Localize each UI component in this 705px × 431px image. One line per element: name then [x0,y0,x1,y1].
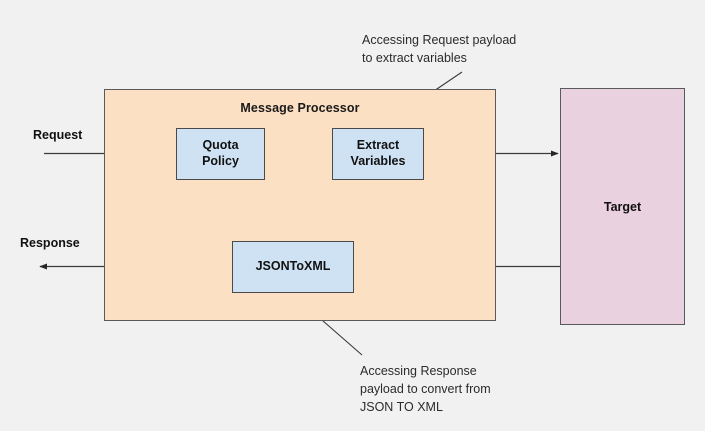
response-flow-label: Response [20,236,80,250]
response-annotation-text: Accessing Response payload to convert fr… [360,364,491,415]
request-flow-label: Request [33,128,83,142]
message-processor-title: Message Processor [240,101,360,115]
target-box[interactable]: Target [560,88,685,325]
policy-label-jsontoxml: JSONToXML [255,259,331,274]
policy-box-extract-variables[interactable]: Extract Variables [332,128,424,180]
policy-box-jsontoxml[interactable]: JSONToXML [232,241,354,293]
policy-label-extract-variables: Extract Variables [351,138,406,169]
policy-label-extract-line1: Extract [356,138,400,153]
policy-label-quota: Quota Policy [202,138,239,169]
target-label: Target [603,199,642,214]
policy-box-quota[interactable]: Quota Policy [176,128,265,180]
request-annotation-text: Accessing Request payload to extract var… [362,33,517,66]
policy-label-extract-line2: Variables [350,154,406,168]
policy-label-quota-line1: Quota [202,138,239,153]
policy-label-quota-line2: Policy [202,154,239,168]
